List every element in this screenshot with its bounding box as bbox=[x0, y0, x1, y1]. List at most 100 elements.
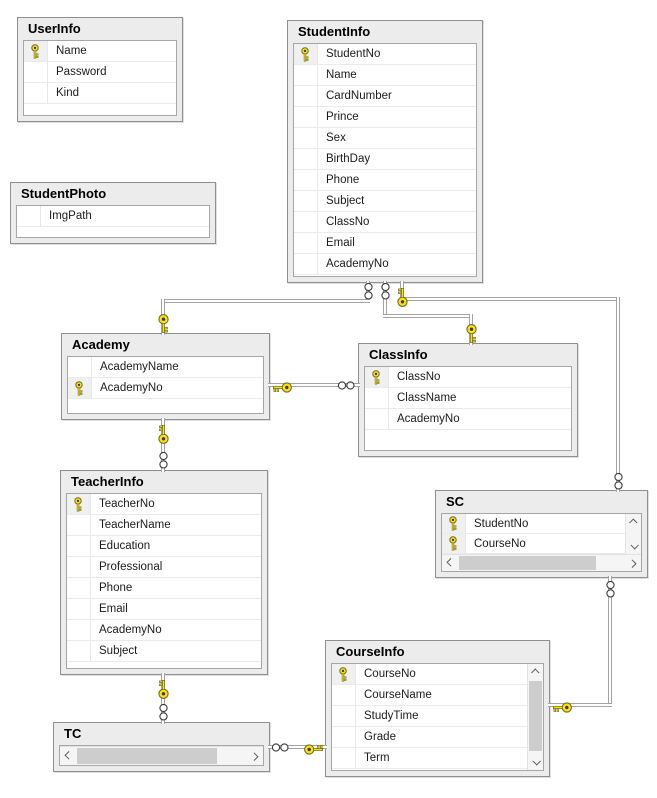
table-row-Email[interactable]: Email bbox=[294, 233, 476, 254]
table-row-TeacherNo[interactable]: TeacherNo bbox=[67, 494, 261, 515]
table-TC[interactable]: TC bbox=[53, 722, 270, 772]
table-row-AcademyNo[interactable]: AcademyNo bbox=[294, 254, 476, 275]
table-row-CardNumber[interactable]: CardNumber bbox=[294, 86, 476, 107]
column-name: Grade bbox=[364, 731, 396, 743]
scrollbar-track[interactable] bbox=[76, 747, 247, 765]
column-name: CourseNo bbox=[474, 537, 526, 550]
table-row-Sex[interactable]: Sex bbox=[294, 128, 476, 149]
table-row-StudentNo[interactable]: StudentNo bbox=[294, 44, 476, 65]
relationship-line-Academy-StudentInfo[interactable] bbox=[161, 299, 370, 303]
table-row-Grade[interactable]: Grade bbox=[332, 727, 527, 748]
column-name: AcademyNo bbox=[326, 258, 389, 270]
primary-key-icon bbox=[24, 41, 48, 61]
scrollbar-track[interactable] bbox=[458, 555, 625, 571]
table-title: TeacherInfo bbox=[71, 474, 144, 489]
table-row-AcademyNo[interactable]: AcademyNo bbox=[365, 409, 571, 430]
many-end-infinity-icon bbox=[604, 580, 617, 604]
row-gutter bbox=[332, 685, 356, 705]
column-name: ClassNo bbox=[397, 371, 441, 383]
table-row-StudentNo[interactable]: StudentNo bbox=[442, 514, 625, 534]
table-row-TeacherName[interactable]: TeacherName bbox=[67, 515, 261, 536]
table-row-Term[interactable]: Term bbox=[332, 748, 527, 769]
scrollbar-thumb[interactable] bbox=[77, 748, 218, 764]
scroll-down-button[interactable] bbox=[626, 538, 641, 554]
table-row-Professional[interactable]: Professional bbox=[67, 557, 261, 578]
row-gutter bbox=[294, 191, 318, 211]
table-row-Kind[interactable]: Kind bbox=[24, 83, 176, 104]
table-row-Name[interactable]: Name bbox=[294, 65, 476, 86]
table-row-AcademyNo[interactable]: AcademyNo bbox=[67, 620, 261, 641]
scroll-up-button[interactable] bbox=[528, 664, 543, 680]
table-row-StudyTime[interactable]: StudyTime bbox=[332, 706, 527, 727]
relationship-line-StudentInfo-SC[interactable] bbox=[400, 297, 620, 301]
many-end-infinity-icon bbox=[379, 282, 392, 306]
vertical-scrollbar[interactable] bbox=[625, 514, 641, 554]
table-row-AcademyNo[interactable]: AcademyNo bbox=[68, 378, 263, 399]
row-gutter bbox=[24, 62, 48, 82]
table-row-AcademyName[interactable]: AcademyName bbox=[68, 357, 263, 378]
table-row-ClassNo[interactable]: ClassNo bbox=[365, 367, 571, 388]
relationship-line-ClassInfo-StudentInfo[interactable] bbox=[383, 281, 387, 318]
table-row-Password[interactable]: Password bbox=[24, 62, 176, 83]
table-row-Prince[interactable]: Prince bbox=[294, 107, 476, 128]
scroll-left-button[interactable] bbox=[442, 555, 458, 571]
table-row-ClassName[interactable]: ClassName bbox=[365, 388, 571, 409]
scrollbar-thumb[interactable] bbox=[529, 681, 542, 752]
scroll-right-button[interactable] bbox=[247, 747, 263, 765]
table-row-CourseNo[interactable]: CourseNo bbox=[442, 534, 625, 554]
relationship-line-ClassInfo-StudentInfo[interactable] bbox=[383, 314, 473, 318]
table-row-Subject[interactable]: Subject bbox=[294, 191, 476, 212]
column-name: Professional bbox=[99, 561, 163, 573]
horizontal-scrollbar[interactable] bbox=[60, 746, 263, 765]
row-gutter bbox=[294, 170, 318, 190]
row-gutter bbox=[332, 748, 356, 768]
chevron-down-icon bbox=[531, 757, 541, 766]
table-row-CourseName[interactable]: CourseName bbox=[332, 685, 527, 706]
table-row-Education[interactable]: Education bbox=[67, 536, 261, 557]
table-row-Phone[interactable]: Phone bbox=[67, 578, 261, 599]
column-name: Education bbox=[99, 540, 151, 552]
table-row-CourseNo[interactable]: CourseNo bbox=[332, 664, 527, 685]
relationship-line-StudentInfo-SC[interactable] bbox=[616, 297, 620, 492]
table-row-Phone[interactable]: Phone bbox=[294, 170, 476, 191]
scroll-right-button[interactable] bbox=[625, 555, 641, 571]
table-row-Email[interactable]: Email bbox=[67, 599, 261, 620]
column-name: AcademyNo bbox=[99, 624, 162, 636]
scrollbar-thumb[interactable] bbox=[459, 556, 596, 570]
primary-key-icon bbox=[67, 494, 91, 514]
vertical-scrollbar[interactable] bbox=[527, 664, 543, 770]
table-row-Subject[interactable]: Subject bbox=[67, 641, 261, 662]
relationship-line-CourseInfo-TC[interactable] bbox=[268, 745, 327, 749]
column-name: Subject bbox=[326, 195, 365, 207]
relationship-line-CourseInfo-SC[interactable] bbox=[608, 576, 612, 707]
table-row-BirthDay[interactable]: BirthDay bbox=[294, 149, 476, 170]
scrollbar-track[interactable] bbox=[626, 530, 641, 538]
scroll-down-button[interactable] bbox=[528, 754, 543, 770]
horizontal-scrollbar[interactable] bbox=[442, 554, 641, 571]
scroll-up-button[interactable] bbox=[626, 514, 641, 530]
table-row-Name[interactable]: Name bbox=[24, 41, 176, 62]
chevron-up-icon bbox=[628, 518, 638, 527]
relationship-line-CourseInfo-SC[interactable] bbox=[548, 703, 612, 707]
table-row-ImgPath[interactable]: ImgPath bbox=[17, 206, 209, 227]
relationship-line-Academy-ClassInfo[interactable] bbox=[268, 383, 360, 387]
one-end-key-icon bbox=[156, 674, 171, 699]
table-row-ClassNo[interactable]: ClassNo bbox=[294, 212, 476, 233]
scroll-left-button[interactable] bbox=[60, 747, 76, 765]
scrollbar-track[interactable] bbox=[528, 680, 543, 754]
relationship-line-Academy-TeacherInfo[interactable] bbox=[161, 418, 165, 472]
row-gutter bbox=[24, 83, 48, 103]
